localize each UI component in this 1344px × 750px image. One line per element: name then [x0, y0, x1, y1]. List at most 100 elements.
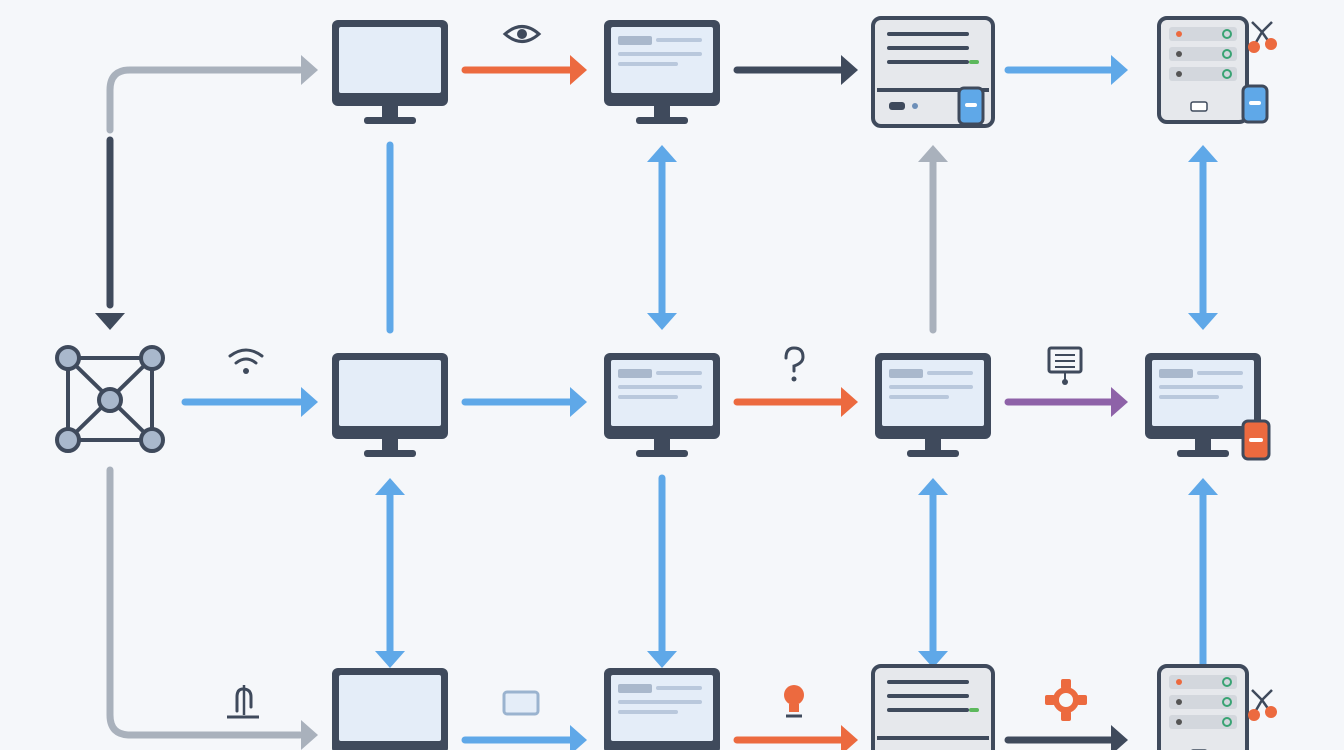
server-dot	[912, 103, 918, 109]
arrowhead	[301, 55, 318, 85]
arrowhead	[375, 651, 405, 668]
link-r2c1-to-r2c2	[461, 387, 587, 417]
node-r2c4	[1145, 353, 1271, 461]
tower-bay	[1169, 695, 1237, 709]
screen-line	[618, 395, 678, 399]
arrowhead	[1111, 725, 1128, 750]
server-slot	[887, 708, 969, 712]
alert-badge-line	[1249, 438, 1263, 442]
tower-led	[1176, 71, 1182, 77]
link-r2c3-to-r3c3	[918, 478, 948, 668]
monitor-stand	[636, 117, 688, 124]
link-r3c3-to-r3c4	[1004, 725, 1128, 750]
screen-line	[618, 710, 678, 714]
screen-block	[618, 36, 652, 45]
server-slot	[887, 32, 969, 36]
node-r1c2	[604, 20, 720, 124]
screen-line	[889, 385, 973, 389]
monitor-neck	[382, 439, 398, 451]
link-r1c2-to-r1c3	[733, 55, 858, 85]
node-r1c3	[871, 16, 995, 128]
tower-status	[1222, 29, 1232, 39]
node-r3c3	[871, 664, 995, 750]
monitor-screen	[339, 675, 441, 741]
server-slot	[887, 694, 969, 698]
link-icons-layer	[227, 21, 1277, 721]
server-slot	[887, 46, 969, 50]
server-button	[889, 102, 905, 110]
monitor-neck	[925, 439, 941, 451]
arrowhead	[841, 55, 858, 85]
link-r1c1-to-hub	[95, 136, 125, 330]
tower-led	[1176, 719, 1182, 725]
monitor-neck	[1195, 439, 1211, 451]
link-r3c2-to-r3c3	[733, 725, 858, 750]
server-divider	[877, 88, 989, 92]
arrowhead	[1188, 313, 1218, 330]
monitor-screen	[339, 360, 441, 426]
link-r2c2-to-r2c3	[733, 387, 858, 417]
arrowhead	[918, 145, 948, 162]
screen-line	[618, 700, 702, 704]
server-led	[969, 708, 979, 712]
arrowhead	[375, 478, 405, 495]
screen-line	[656, 371, 702, 375]
screen-line	[1159, 385, 1243, 389]
link-hub-to-r1c1	[106, 55, 318, 134]
tower-led	[1176, 679, 1182, 685]
screen-line	[618, 62, 678, 66]
server-slot	[887, 60, 969, 64]
node-r1c1	[332, 20, 448, 124]
arrowhead	[570, 387, 587, 417]
tower-bay	[1169, 715, 1237, 729]
tower-status	[1222, 49, 1232, 59]
arrow-shaft	[106, 66, 304, 134]
link-r3c1-to-r3c2	[461, 725, 587, 750]
node-r3c2	[604, 668, 720, 750]
tower-led	[1176, 699, 1182, 705]
arrowhead	[570, 725, 587, 750]
arrowhead	[1111, 55, 1128, 85]
monitor-stand	[636, 450, 688, 457]
hub-node	[55, 427, 81, 453]
node-r2c1	[332, 353, 448, 457]
gear-icon	[1045, 679, 1087, 721]
screen-block	[618, 369, 652, 378]
tower-led	[1176, 31, 1182, 37]
screen-line	[618, 52, 702, 56]
hub-node	[139, 427, 165, 453]
arrowhead	[647, 313, 677, 330]
nodes-layer	[55, 16, 1271, 750]
screen-block	[889, 369, 923, 378]
link-r1c1-to-r1c2	[461, 55, 587, 85]
monitor-stand	[1177, 450, 1229, 457]
link-r1c2-to-r2c2	[647, 145, 677, 330]
tower-bay	[1169, 675, 1237, 689]
node-r1c4	[1157, 16, 1269, 124]
link-hub-to-r3c1	[106, 466, 318, 750]
tower-bay	[1169, 67, 1237, 81]
tower-status	[1222, 717, 1232, 727]
tower-bay	[1169, 47, 1237, 61]
arrowhead	[95, 313, 125, 330]
arrowhead	[841, 387, 858, 417]
arrowhead	[1111, 387, 1128, 417]
node-r2c3	[875, 353, 991, 457]
node-r3c1	[332, 668, 448, 750]
bulb-icon	[784, 685, 804, 718]
wifi-icon	[228, 348, 264, 374]
document-icon	[1047, 346, 1083, 385]
link-r3c4-to-r2c4	[1188, 478, 1218, 672]
monitor-neck	[382, 106, 398, 118]
alert-nodes-icon	[1248, 689, 1277, 721]
screen-line	[1159, 395, 1219, 399]
screen-line	[618, 385, 702, 389]
screen-line	[927, 371, 973, 375]
antenna-icon	[227, 685, 259, 719]
tower-status	[1222, 69, 1232, 79]
link-r1c4-to-r2c4	[1188, 145, 1218, 330]
screen-line	[656, 38, 702, 42]
link-r2c3-to-r1c3	[918, 145, 948, 334]
monitor-stand	[364, 450, 416, 457]
monitor-screen	[339, 27, 441, 93]
